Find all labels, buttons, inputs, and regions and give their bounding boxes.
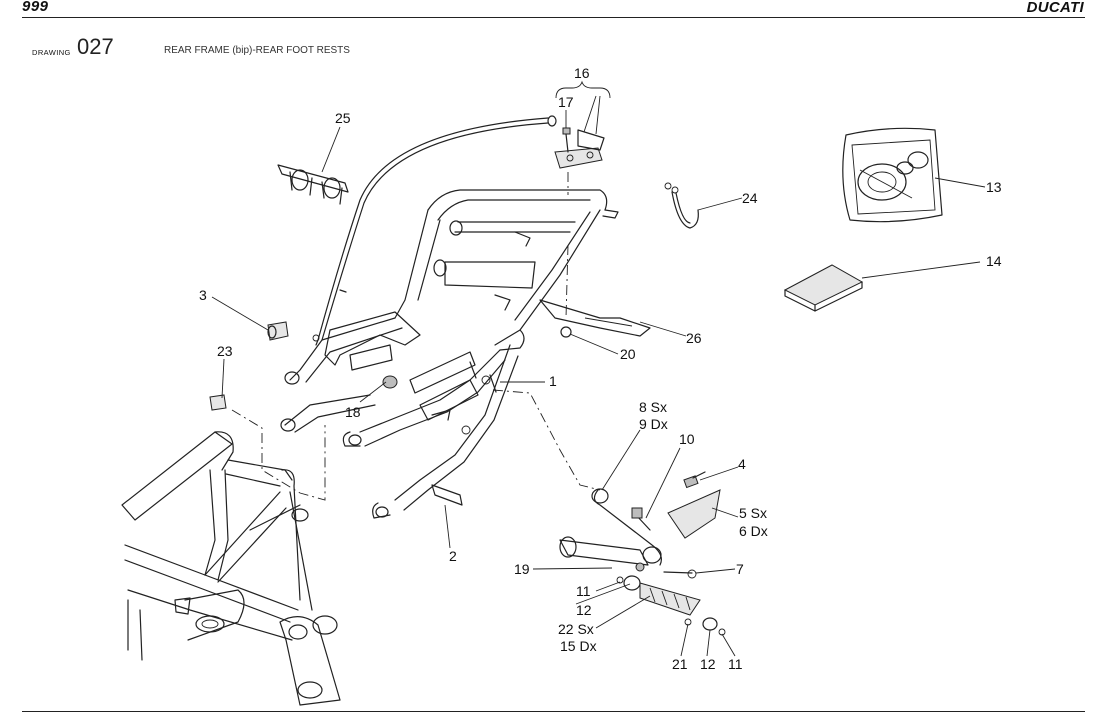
callout-19: 19 [514,561,530,577]
footer-rule [22,711,1085,712]
seat-lock-bracket-illustration [554,127,605,169]
brand-logo: DUCATI [1026,0,1084,16]
callout-23: 23 [217,343,233,359]
callout-5: 5 Sx [739,505,767,521]
callout-18: 18 [345,404,361,420]
manual-14-illustration [783,264,864,312]
callout-16: 16 [574,65,590,81]
callout-15: 15 Dx [560,638,597,654]
callout-11-b: 11 [728,656,743,672]
leader-lines [211,80,986,657]
page-header: 999 DUCATI [0,0,1110,20]
main-frame-illustration [121,431,341,706]
small-parts-illustration [209,321,721,539]
callout-8: 8 Sx [639,399,667,415]
callout-7: 7 [736,561,744,577]
drawing-title: REAR FRAME (bip)-REAR FOOT RESTS [164,45,350,56]
rear-frame-illustration [280,189,651,519]
kit-13-illustration [842,127,943,223]
callout-1: 1 [549,373,557,389]
callout-11-a: 11 [576,583,591,599]
drawing-label: DRAWING [32,48,71,57]
callout-9: 9 Dx [639,416,668,432]
seat-lock-cable-illustration [312,115,557,346]
callout-10: 10 [679,431,695,447]
callout-25: 25 [335,110,351,126]
callout-3: 3 [199,287,207,303]
callout-4: 4 [738,456,746,472]
callout-26: 26 [686,330,702,346]
header-rule [22,17,1085,18]
callout-21: 21 [672,656,688,672]
drawing-number: 027 [77,34,114,59]
bracket-25-illustration [277,164,349,205]
callout-12-b: 12 [700,656,716,672]
model-name: 999 [22,0,49,15]
strap-24-illustration [664,182,699,229]
callout-14: 14 [986,253,1002,269]
callout-13: 13 [986,179,1002,195]
callout-17: 17 [558,94,574,110]
callout-12-a: 12 [576,602,592,618]
callout-6: 6 Dx [739,523,768,539]
callout-24: 24 [742,190,758,206]
callout-labels: 16 17 25 24 13 14 3 23 26 20 1 18 8 Sx 9… [199,65,1002,672]
callout-2: 2 [449,548,457,564]
callout-20: 20 [620,346,636,362]
callout-22: 22 Sx [558,621,594,637]
